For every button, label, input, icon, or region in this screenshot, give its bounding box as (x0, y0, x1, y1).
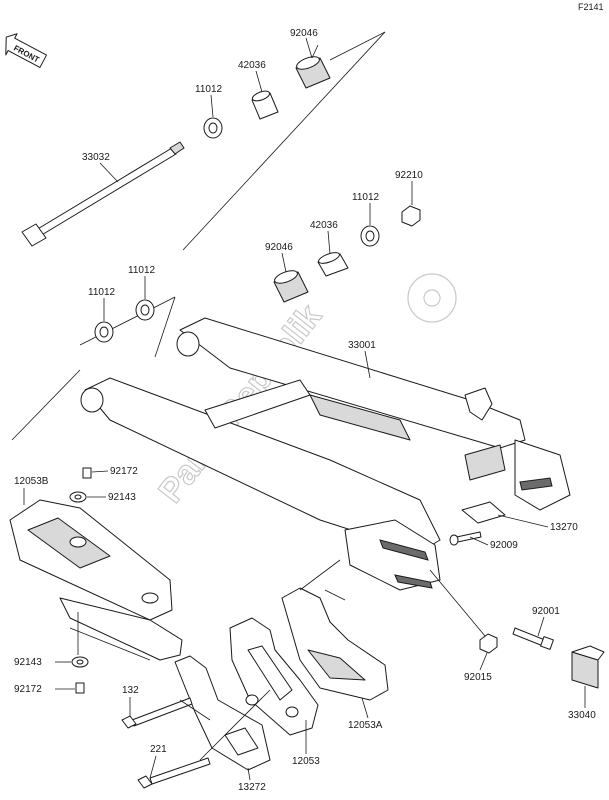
part-92210-nut (401, 205, 421, 227)
label-92143-bot: 92143 (14, 657, 42, 668)
part-11012-top (203, 117, 223, 139)
page-reference: F2141 (578, 2, 604, 12)
label-92009: 92009 (490, 540, 518, 551)
label-33001: 33001 (348, 340, 376, 351)
label-11012-left-b: 11012 (88, 287, 116, 298)
label-92172-top: 92172 (110, 466, 138, 477)
part-11012-left-b (94, 321, 114, 343)
part-92143-bot-collar (71, 656, 89, 668)
part-11012-mid (360, 225, 380, 247)
part-12053B-chain-slider (9, 499, 183, 661)
section-lines (11, 31, 386, 441)
assembly-lines (69, 559, 346, 761)
part-42036-mid (317, 252, 349, 277)
label-33040: 33040 (568, 710, 596, 721)
label-92210: 92210 (395, 170, 423, 181)
label-12053A: 12053A (348, 720, 383, 731)
label-12053B: 12053B (14, 476, 49, 487)
part-92172-bot-bolt (75, 682, 85, 694)
part-33001-swingarm (80, 317, 571, 591)
part-11012-left-a (135, 299, 155, 321)
part-13270-plate (461, 501, 506, 524)
part-92015-nut (479, 633, 498, 654)
label-42036-mid: 42036 (310, 220, 338, 231)
part-92172-top-bolt (82, 467, 92, 479)
part-12053-guide-body (229, 617, 319, 736)
label-33032: 33032 (82, 152, 110, 163)
label-132: 132 (122, 685, 139, 696)
label-11012-left-a: 11012 (128, 265, 156, 276)
part-33040-block (571, 645, 605, 689)
part-221-bolt (137, 757, 211, 789)
part-92143-top-collar (69, 491, 87, 503)
label-11012-mid: 11012 (352, 192, 380, 203)
label-92001: 92001 (532, 606, 560, 617)
label-92143-top: 92143 (108, 492, 136, 503)
watermark-gear-icon (407, 273, 457, 323)
part-12053A-guide-block (281, 587, 389, 701)
part-92046-mid (273, 270, 309, 303)
label-92046-top: 92046 (290, 28, 318, 39)
part-132-bolt (121, 697, 193, 729)
label-13270: 13270 (550, 522, 578, 533)
label-92046-mid: 92046 (265, 242, 293, 253)
part-92046-top (295, 44, 331, 89)
front-direction-icon: FRONT (5, 33, 48, 68)
label-92172-bot: 92172 (14, 684, 42, 695)
part-33032-pivot-shaft (21, 141, 185, 247)
label-11012-top: 11012 (195, 84, 223, 95)
label-13272: 13272 (238, 782, 266, 793)
label-12053: 12053 (292, 756, 320, 767)
part-92009-bolt (449, 531, 482, 546)
label-221: 221 (150, 744, 167, 755)
part-42036-top (251, 90, 279, 120)
label-42036-top: 42036 (238, 60, 266, 71)
part-92001-bolt (512, 627, 554, 650)
label-92015: 92015 (464, 672, 492, 683)
part-13272-guard-plate (174, 655, 271, 771)
